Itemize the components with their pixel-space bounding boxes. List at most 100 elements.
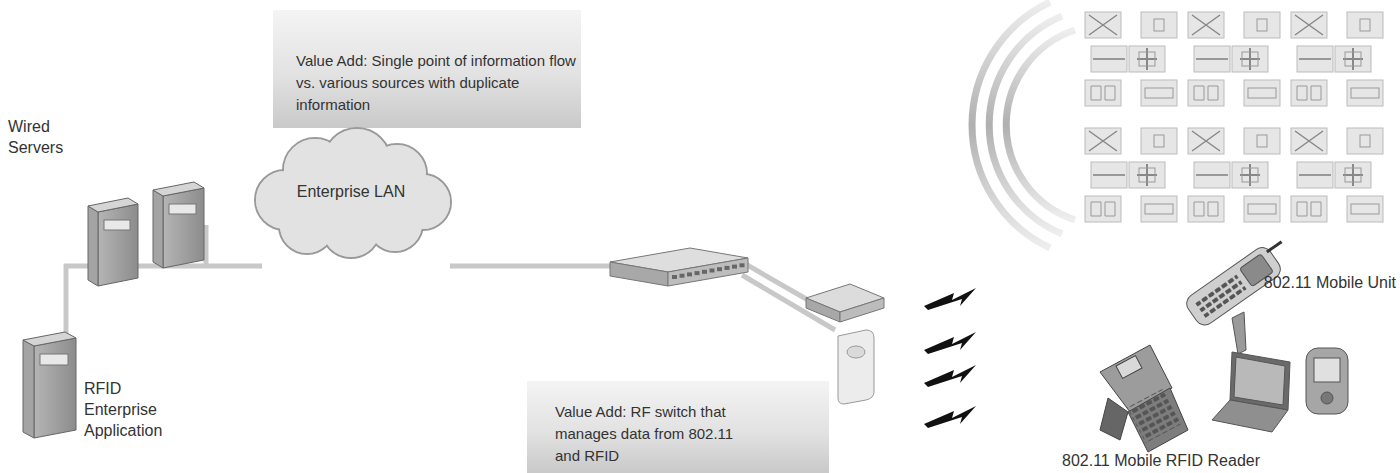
- tag-chip: [1154, 135, 1164, 147]
- device-label: 802.11 Mobile Unit: [1264, 272, 1396, 293]
- rfid-tag: [1297, 46, 1333, 72]
- rfid-tag: [1085, 128, 1121, 154]
- lan-wires: [450, 264, 612, 269]
- rf-switch: [672, 263, 745, 279]
- rfid-reader: [806, 298, 840, 322]
- tag-antenna: [1137, 164, 1157, 186]
- switch-port: [695, 271, 700, 275]
- value-add-box: Value Add: RF switch that manages data f…: [527, 381, 829, 473]
- server-tower: [40, 354, 68, 365]
- tag-loop: [1345, 52, 1361, 66]
- rfid-reader: [840, 298, 884, 322]
- rfid-tag: [1129, 162, 1165, 188]
- rfid-tag: [1091, 162, 1127, 188]
- rfid-tag: [1347, 128, 1383, 154]
- tag-chip: [1360, 135, 1370, 147]
- tag-antenna: [1295, 131, 1323, 151]
- rfid-tag: [1188, 196, 1224, 222]
- mobile-unit: [1267, 242, 1282, 252]
- tag-loop: [1242, 52, 1258, 66]
- tag-body: [1091, 46, 1127, 72]
- pda: [1314, 358, 1340, 382]
- server-tower: [153, 190, 163, 268]
- tag-antenna: [1240, 48, 1260, 70]
- tag-body: [1141, 12, 1177, 38]
- rfid-tag: [1194, 162, 1230, 188]
- rfid-tag: [1291, 80, 1327, 106]
- mobile-unit: [1194, 273, 1246, 318]
- tag-strip: [1299, 174, 1331, 176]
- server-tower: [88, 206, 98, 286]
- rfid-tag: [1291, 12, 1327, 38]
- tag-body: [1291, 196, 1327, 222]
- tag-body: [1244, 128, 1280, 154]
- server-tower: [163, 188, 204, 268]
- rfid-tag: [1335, 162, 1371, 188]
- radio-waves: [989, 16, 1062, 234]
- tag-loop: [1194, 86, 1218, 100]
- tag-body: [1129, 46, 1165, 72]
- rfid-tag: [1141, 80, 1177, 106]
- group-label: Wired Servers: [8, 116, 88, 158]
- tag-loop: [1091, 86, 1115, 100]
- tag-strip: [1196, 58, 1228, 60]
- tag-body: [1085, 12, 1121, 38]
- switch-port: [680, 274, 685, 278]
- value-add-box: Value Add: Single point of information f…: [273, 10, 581, 128]
- switch-port: [710, 269, 715, 273]
- rfid-tag: [1291, 128, 1327, 154]
- tag-body: [1347, 80, 1383, 106]
- lightning-bolt: [924, 332, 976, 354]
- tag-strip: [1196, 174, 1228, 176]
- tag-antenna: [1089, 15, 1117, 35]
- tag-loop: [1194, 202, 1218, 216]
- server-tower: [23, 340, 34, 438]
- mobile-rfid-reader: [1116, 356, 1142, 379]
- server-tower: [153, 182, 204, 196]
- tag-antenna: [1343, 48, 1363, 70]
- tag-body: [1232, 46, 1268, 72]
- lan-wires: [64, 264, 69, 338]
- rfid-tag: [1244, 128, 1280, 154]
- tag-body: [1297, 46, 1333, 72]
- rfid-tag: [1347, 196, 1383, 222]
- pda: [1306, 348, 1348, 414]
- tag-body: [1141, 80, 1177, 106]
- tag-strip: [1351, 88, 1379, 98]
- lightning-bolt: [924, 288, 976, 310]
- wireless-signal: [924, 288, 976, 428]
- tag-body: [1244, 80, 1280, 106]
- mobile-rfid-reader: [1100, 345, 1188, 452]
- rfid-tag: [1232, 46, 1268, 72]
- switch-port: [687, 272, 692, 276]
- laptop: [1234, 357, 1285, 405]
- tag-strip: [1093, 58, 1125, 60]
- tag-strip: [1248, 88, 1276, 98]
- tag-antenna: [1240, 164, 1260, 186]
- pda: [1306, 348, 1348, 414]
- switch-port: [725, 266, 730, 270]
- server-label: RFID Enterprise Application: [84, 378, 194, 441]
- tag-body: [1141, 128, 1177, 154]
- rfid-tag: [1244, 80, 1280, 106]
- radio-waves: [1006, 30, 1075, 220]
- server-tower: [23, 332, 76, 438]
- tag-loop: [1242, 168, 1258, 182]
- tag-loop: [1139, 52, 1155, 66]
- tag-body: [1129, 162, 1165, 188]
- rfid-tag: [1091, 46, 1127, 72]
- tag-body: [1085, 128, 1121, 154]
- server-tower: [88, 198, 138, 212]
- value-add-text: Value Add: RF switch that manages data f…: [555, 401, 755, 467]
- tag-body: [1085, 196, 1121, 222]
- rfid-tag: [1335, 46, 1371, 72]
- rfid-tags: [1085, 12, 1383, 222]
- tag-chip: [1154, 19, 1164, 31]
- tag-body: [1194, 46, 1230, 72]
- lightning-bolt: [924, 365, 976, 387]
- tag-strip: [1299, 58, 1331, 60]
- cloud-label: Enterprise LAN: [291, 181, 411, 203]
- access-point: [838, 330, 874, 404]
- server-tower: [34, 338, 76, 438]
- server-tower: [23, 332, 76, 346]
